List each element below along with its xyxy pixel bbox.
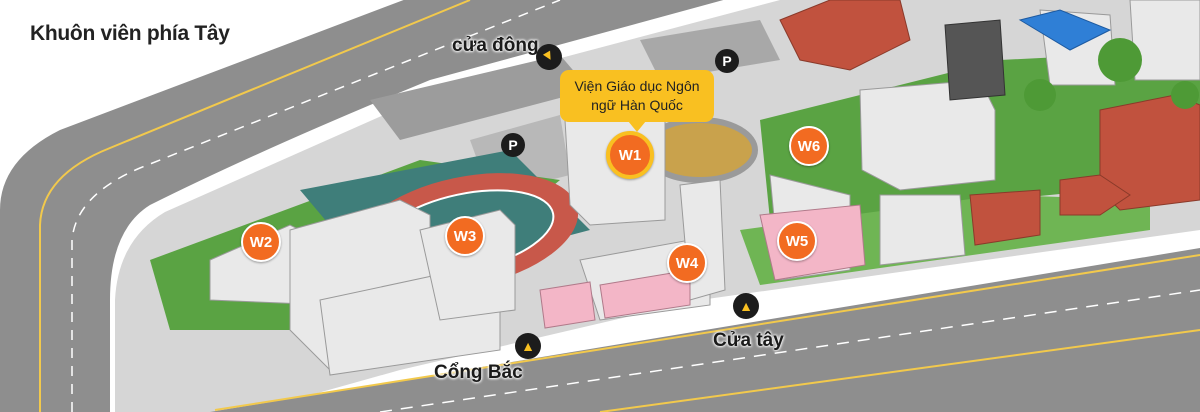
building-marker-w4[interactable]: W4 [667,243,707,283]
dark-buildings [944,19,1006,101]
gate-label-west: Cửa tây [713,330,784,351]
lot-east [640,20,780,80]
main-road-line-3 [599,329,1200,412]
outer-road-line-2 [71,0,561,412]
lot-north [370,55,590,140]
arrow-up-icon[interactable]: ▲ [733,293,759,319]
brick-buildings [779,0,1200,246]
outer-road [0,0,724,412]
building-marker-w5[interactable]: W5 [777,221,817,261]
parking-icon[interactable]: P [715,49,739,73]
trees [1024,38,1199,111]
gate-label-north: Cổng Bắc [434,362,523,383]
gate-label-east: cửa đông [452,35,539,56]
arrow-up-icon[interactable]: ▲ [515,333,541,359]
map-title: Khuôn viên phía Tây [30,22,230,45]
blue-building [1018,9,1112,51]
building-marker-w3[interactable]: W3 [445,216,485,256]
outer-road-line [39,0,471,412]
main-road-line [214,254,1200,411]
building-marker-w2[interactable]: W2 [241,222,281,262]
building-marker-w1[interactable]: W1 [606,131,654,179]
parking-icon[interactable]: P [501,133,525,157]
callout-line-1: Viện Giáo dục Ngôn [574,78,700,94]
building-marker-w6[interactable]: W6 [789,126,829,166]
building-callout[interactable]: Viện Giáo dục Ngôn ngữ Hàn Quốc [560,70,714,132]
callout-line-2: ngữ Hàn Quốc [591,97,683,113]
